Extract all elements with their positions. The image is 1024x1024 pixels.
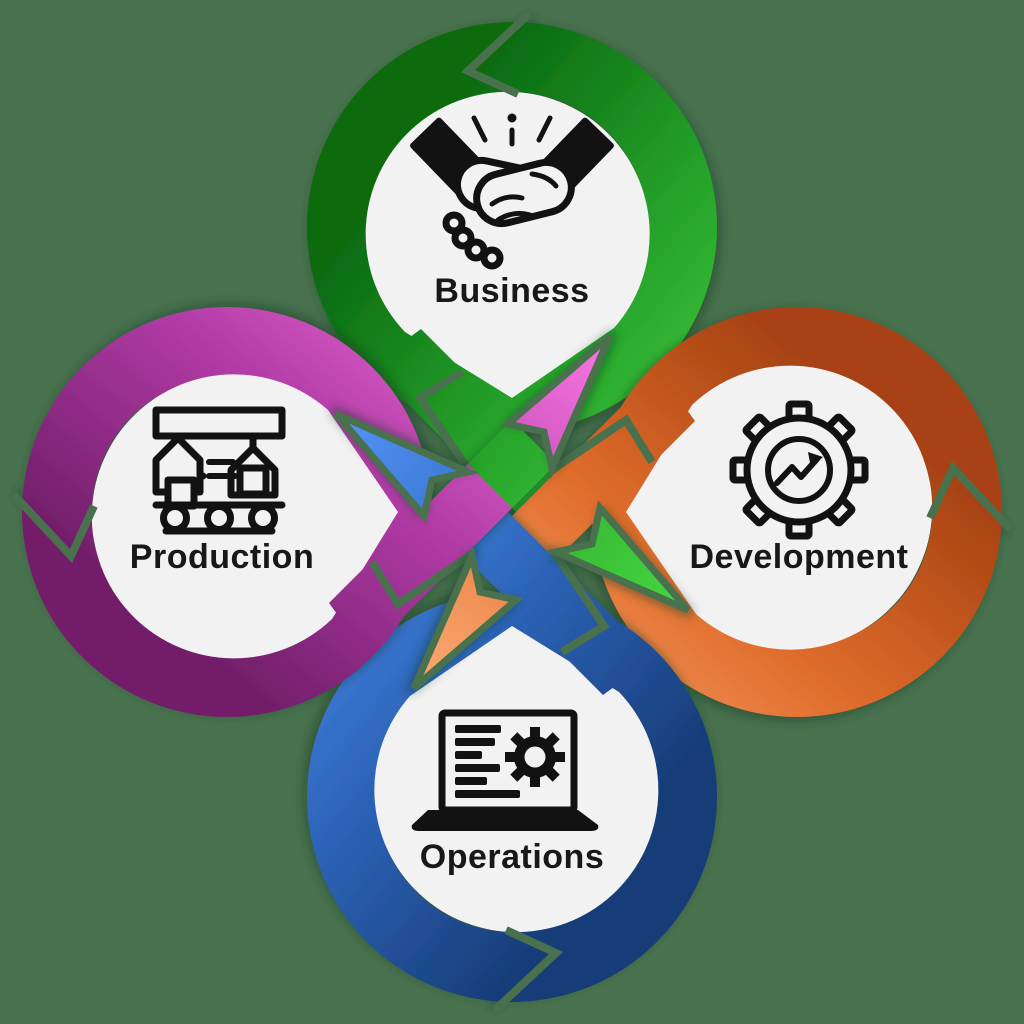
- assembly-line-icon: [152, 406, 286, 535]
- label-operations: Operations: [420, 838, 604, 876]
- knuckle-2: [451, 226, 475, 250]
- label-business: Business: [434, 272, 589, 310]
- gear-inner-circle: [765, 436, 833, 504]
- ribbon-crossing-patch: [468, 420, 556, 508]
- handshake-burst: [471, 115, 553, 147]
- box-right: [236, 464, 270, 498]
- screen-text-lines: [455, 725, 520, 798]
- handshake-burst-dot: [507, 113, 517, 123]
- knuckle-4: [480, 246, 504, 270]
- trend-arrowhead: [808, 452, 823, 468]
- detail-dot: [199, 472, 207, 480]
- trend-line: [774, 456, 820, 486]
- gear-growth-icon: [729, 400, 869, 540]
- cuff-dot-left: [433, 183, 445, 195]
- screen-gear: [505, 727, 565, 787]
- laptop-gear-icon: [411, 709, 599, 831]
- overhead-rail: [152, 406, 286, 440]
- laptop-base: [411, 810, 599, 831]
- handshake-icon: [410, 113, 614, 270]
- roller-2: [204, 503, 234, 533]
- cuff-dot-right: [581, 186, 593, 198]
- label-development: Development: [690, 538, 909, 576]
- gear-body: [743, 414, 855, 526]
- roller-3: [248, 503, 278, 533]
- roller-1: [160, 503, 190, 533]
- label-production: Production: [130, 538, 314, 576]
- hand-fingers: [489, 171, 559, 223]
